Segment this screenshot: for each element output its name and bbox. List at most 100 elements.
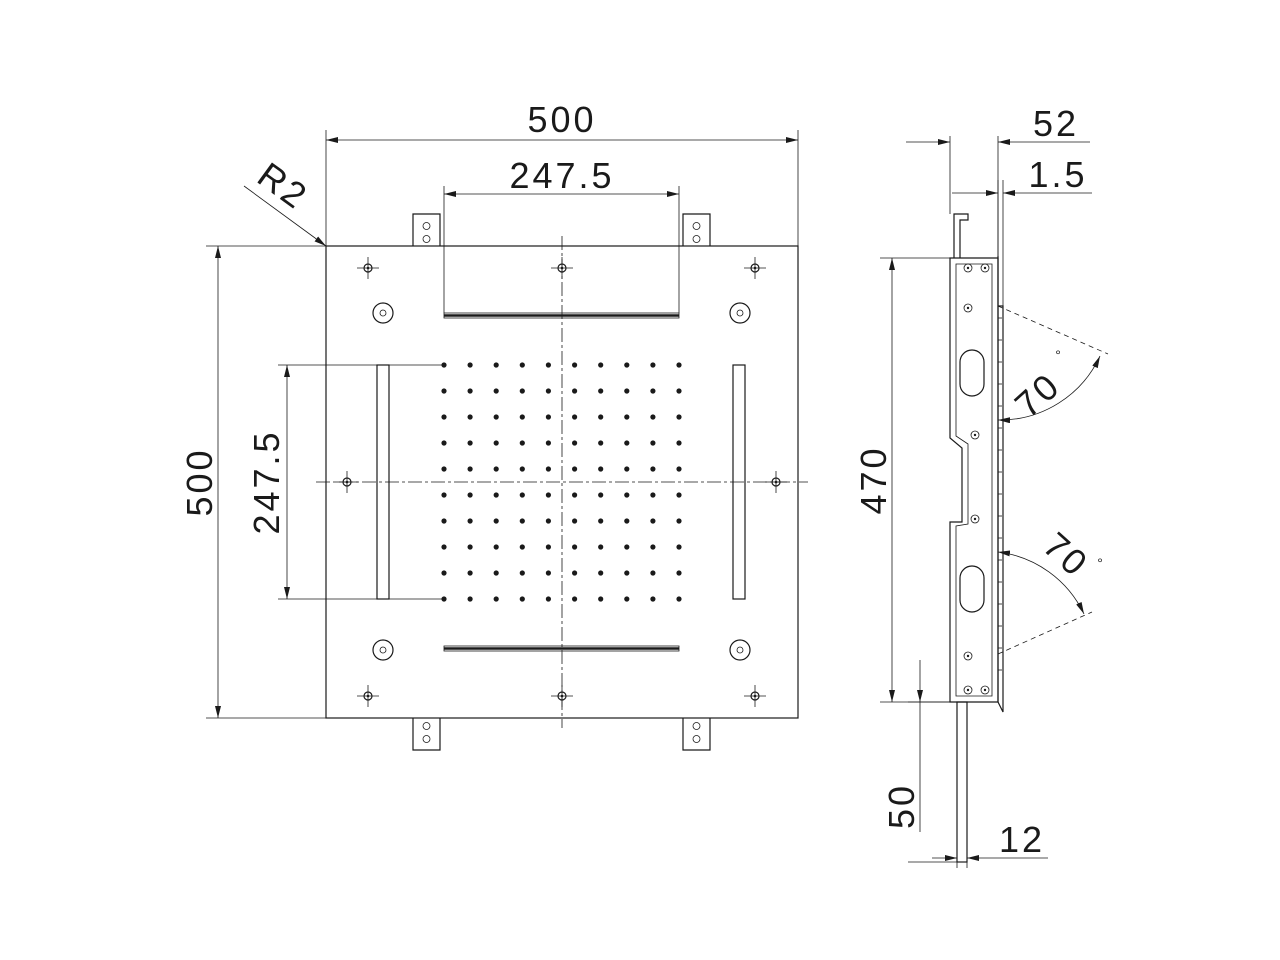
- nozzle: [624, 440, 630, 446]
- nozzle: [624, 544, 630, 550]
- side-hole: [963, 263, 973, 273]
- nozzle: [467, 596, 473, 602]
- nozzle: [545, 440, 552, 446]
- nozzle: [624, 388, 630, 394]
- nozzle: [519, 570, 525, 576]
- light-bar-right: [732, 364, 746, 600]
- nozzle: [676, 544, 682, 550]
- nozzle: [624, 570, 630, 576]
- top-flange: [953, 213, 969, 258]
- side-slot-upper: [959, 349, 985, 397]
- nozzle: [676, 440, 682, 446]
- screw-hole: [336, 471, 358, 493]
- side-profile-outline: [949, 257, 999, 703]
- dimension-height-label: 500: [179, 447, 220, 516]
- nozzle: [676, 570, 682, 576]
- nozzle: [598, 518, 604, 524]
- nozzle: [519, 466, 525, 472]
- angle-arc-lower: [997, 550, 1085, 615]
- nozzle: [650, 440, 656, 446]
- screw-hole: [765, 471, 787, 493]
- nozzle: [441, 388, 447, 394]
- nozzle: [545, 414, 552, 420]
- inlet-pipe: [956, 701, 968, 863]
- angle-upper-degree: °: [1055, 347, 1061, 363]
- side-hole: [980, 685, 990, 695]
- nozzle: [493, 362, 499, 368]
- nozzle: [650, 388, 656, 394]
- side-hole: [980, 263, 990, 273]
- mounting-tab-bottom-left: [412, 718, 441, 751]
- dimension-inner-height-label: 247.5: [246, 429, 287, 534]
- nozzle: [519, 440, 525, 446]
- angle-lower-degree: °: [1097, 555, 1103, 571]
- nozzle: [624, 518, 630, 524]
- nozzle: [493, 570, 499, 576]
- mounting-tab-top-right: [682, 213, 711, 246]
- nozzle: [493, 596, 499, 602]
- nozzle: [572, 596, 578, 602]
- nozzle: [598, 492, 604, 498]
- nozzle: [545, 518, 552, 524]
- nozzle: [598, 466, 604, 472]
- angle-lower-label: 70: [1036, 524, 1098, 585]
- nozzle: [650, 414, 656, 420]
- nozzle: [650, 466, 656, 472]
- nozzle: [624, 596, 630, 602]
- nozzle: [624, 362, 630, 368]
- nozzle: [572, 518, 578, 524]
- nozzle: [624, 414, 630, 420]
- nozzle: [676, 596, 682, 602]
- nozzle: [545, 570, 552, 576]
- nozzle: [572, 466, 578, 472]
- nozzle: [598, 388, 604, 394]
- nozzle: [650, 596, 656, 602]
- round-fixture: [372, 302, 394, 324]
- side-holes: [963, 263, 990, 695]
- mounting-tab-top-left: [412, 213, 441, 246]
- angle-arc-upper: [997, 355, 1101, 424]
- nozzle: [572, 414, 578, 420]
- nozzle: [519, 492, 525, 498]
- nozzle: [598, 440, 604, 446]
- nozzle: [467, 362, 473, 368]
- nozzle: [467, 466, 473, 472]
- plate-face: [997, 256, 1004, 713]
- nozzle: [598, 362, 604, 368]
- nozzle: [519, 596, 525, 602]
- round-fixture: [372, 639, 394, 661]
- nozzle: [676, 518, 682, 524]
- nozzle: [676, 388, 682, 394]
- nozzle: [545, 466, 552, 472]
- nozzle: [519, 544, 525, 550]
- nozzle: [441, 466, 447, 472]
- nozzle-grid: [441, 362, 682, 602]
- nozzle: [467, 388, 473, 394]
- nozzle: [519, 388, 525, 394]
- nozzle: [441, 440, 447, 446]
- screw-hole: [551, 257, 573, 279]
- nozzle: [467, 544, 473, 550]
- nozzle: [598, 544, 604, 550]
- side-slot-lower: [959, 565, 985, 613]
- nozzle: [467, 414, 473, 420]
- dimension-width-label: 500: [527, 99, 596, 140]
- screw-hole: [551, 685, 573, 707]
- nozzle: [572, 440, 578, 446]
- nozzle: [493, 388, 499, 394]
- round-fixture: [729, 639, 751, 661]
- nozzle: [572, 388, 578, 394]
- dimension-depth-label: 52: [1033, 103, 1079, 144]
- screw-hole: [744, 685, 766, 707]
- nozzle: [467, 570, 473, 576]
- nozzle: [441, 544, 447, 550]
- side-hole: [963, 303, 973, 313]
- nozzle: [650, 492, 656, 498]
- dimension-inner-width-label: 247.5: [509, 155, 614, 196]
- nozzle: [441, 414, 447, 420]
- nozzle: [493, 440, 499, 446]
- nozzle: [467, 440, 473, 446]
- nozzle: [519, 414, 525, 420]
- nozzle: [519, 518, 525, 524]
- nozzle: [467, 518, 473, 524]
